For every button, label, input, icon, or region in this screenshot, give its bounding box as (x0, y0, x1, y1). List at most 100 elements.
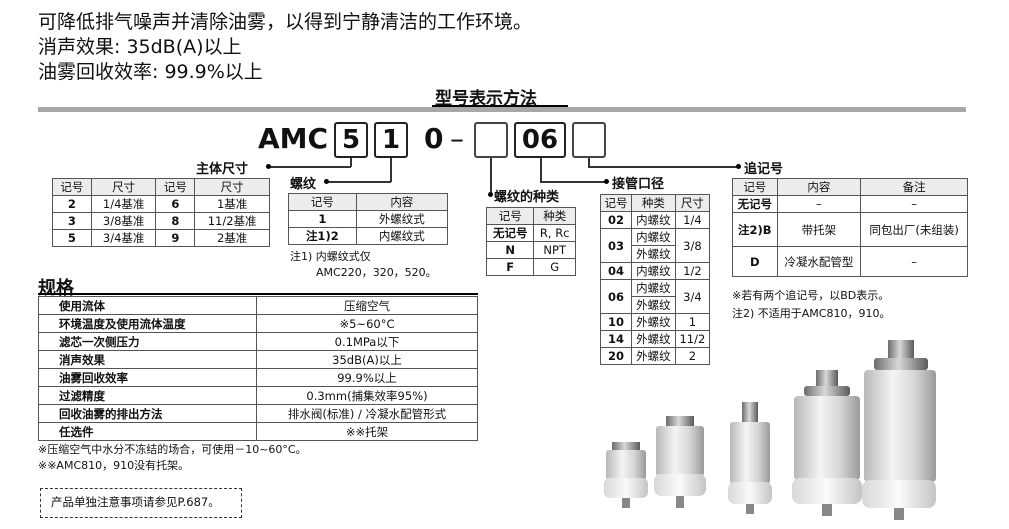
spec-value: ※5~60°C (256, 314, 478, 333)
cell: 外螺纹式 (355, 210, 449, 228)
cell: N (485, 241, 535, 259)
header-size: 尺寸 (90, 178, 157, 196)
header-code: 记号 (599, 194, 633, 212)
leader-port-h (540, 181, 607, 183)
model-digit-type: 0 (424, 122, 444, 155)
silencer-medium-1 (654, 416, 706, 508)
cell: 3/4基准 (90, 229, 157, 247)
leader-suffix-h (588, 166, 738, 168)
body-size-table: 记号 尺寸 记号 尺寸 2 1/4基准 6 1基准 3 3/8基准 8 11/2… (52, 178, 270, 247)
section-divider (38, 107, 966, 112)
cell: NPT (533, 241, 576, 259)
cell: 冷凝水配管型 (776, 246, 862, 277)
label-thread-type: 螺纹的种类 (494, 190, 560, 205)
model-port-size: 06 (514, 122, 566, 158)
table-row: F G (485, 258, 576, 276)
spec-value: 35dB(A)以上 (256, 350, 478, 369)
model-prefix: AMC (258, 122, 329, 155)
spec-value: ※※托架 (256, 422, 478, 441)
cell: – (860, 195, 968, 213)
header-size: 尺寸 (194, 178, 270, 196)
spec-key: 过滤精度 (38, 386, 257, 405)
cell: 14 (599, 330, 633, 348)
spec-value: 0.1MPa以下 (256, 332, 478, 351)
cell: 06 (599, 279, 633, 314)
cell: 3 (52, 212, 92, 230)
leader-port-v (540, 158, 542, 182)
table-row: 5 3/4基准 9 2基准 (52, 229, 270, 247)
thread-note-1: 注1) 内螺纹式仅 (290, 250, 371, 263)
spec-value: 99.9%以上 (256, 368, 478, 387)
leader-thread-h (326, 181, 391, 183)
precaution-box: 产品单独注意事项请参见P.687。 (40, 488, 242, 518)
header-code: 记号 (155, 178, 196, 196)
cell: 内螺纹 (631, 279, 676, 297)
leader-body-size-v (350, 158, 352, 167)
cell: 3/8 (674, 228, 711, 263)
cell: 3/8基准 (90, 212, 157, 230)
cell: 04 (599, 262, 633, 280)
cell: 1/2 (674, 262, 711, 280)
header-type: 种类 (631, 194, 676, 212)
table-row: 20 外螺纹 2 (599, 347, 711, 365)
cell: 02 (599, 211, 633, 229)
cell: 外螺纹 (631, 330, 676, 348)
cell: 2 (52, 195, 92, 213)
header-code: 记号 (288, 193, 357, 211)
model-dash: – (450, 122, 464, 155)
intro-line-2: 消声效果: 35dB(A)以上 (38, 36, 242, 58)
model-section-title: 型号表示方法 (435, 89, 537, 109)
cell: 同包出厂(未组装) (860, 212, 968, 247)
cell: 1 (674, 313, 711, 331)
silencer-medium-2 (728, 402, 772, 514)
leader-body-size-h (268, 166, 351, 168)
table-row: 环境温度及使用流体温度※5~60°C (38, 314, 478, 333)
spec-key: 回收油雾的排出方法 (38, 404, 257, 423)
product-photo (604, 340, 936, 520)
suffix-note-1: ※若有两个追记号，以BD表示。 (732, 289, 890, 302)
cell: 03 (599, 228, 633, 263)
header-size: 尺寸 (674, 194, 711, 212)
silencer-large-2 (862, 340, 936, 520)
label-port-size: 接管口径 (612, 177, 665, 192)
table-row: 02 内螺纹 1/4 (599, 211, 711, 229)
cell: 20 (599, 347, 633, 365)
intro-line-3: 油雾回收效率: 99.9%以上 (38, 61, 263, 83)
spec-key: 任选件 (38, 422, 257, 441)
cell: 注1)2 (288, 227, 357, 245)
spec-note-1: ※压缩空气中水分不冻结的场合，可使用－10~60°C。 (38, 443, 307, 456)
table-row: D 冷凝水配管型 – (732, 246, 968, 277)
cell: 6 (155, 195, 196, 213)
leader-thread-v (390, 158, 392, 182)
leader-thread-type-v (490, 158, 492, 194)
table-row: 3 3/8基准 8 11/2基准 (52, 212, 270, 230)
spec-underline (38, 293, 478, 295)
leader-thread-type-dot (488, 192, 493, 197)
cell: 2 (674, 347, 711, 365)
intro-line-1: 可降低排气噪声并清除油雾，以得到宁静清洁的工作环境。 (38, 11, 533, 33)
spec-key: 滤芯一次侧压力 (38, 332, 257, 351)
header-content: 内容 (355, 193, 449, 211)
cell: 1/4基准 (90, 195, 157, 213)
table-row: 回收油雾的排出方法排水阀(标准) / 冷凝水配管形式 (38, 404, 478, 423)
table-row: 03 内螺纹 3/8 (599, 228, 711, 263)
cell: G (533, 258, 576, 276)
cell: R, Rc (533, 224, 576, 242)
cell: – (860, 246, 968, 277)
cell: – (776, 195, 862, 213)
table-row: 06 内螺纹 3/4 (599, 279, 711, 314)
spec-note-2: ※※AMC810，910没有托架。 (38, 459, 190, 472)
label-suffix: 追记号 (744, 162, 784, 177)
header-type: 种类 (533, 207, 576, 225)
cell: 带托架 (776, 212, 862, 247)
cell: 1 (288, 210, 357, 228)
cell: 无记号 (732, 195, 778, 213)
thread-note-2: AMC220，320，520。 (316, 266, 437, 279)
cell: 9 (155, 229, 196, 247)
cell: 注2)B (732, 212, 778, 247)
cell: 8 (155, 212, 196, 230)
